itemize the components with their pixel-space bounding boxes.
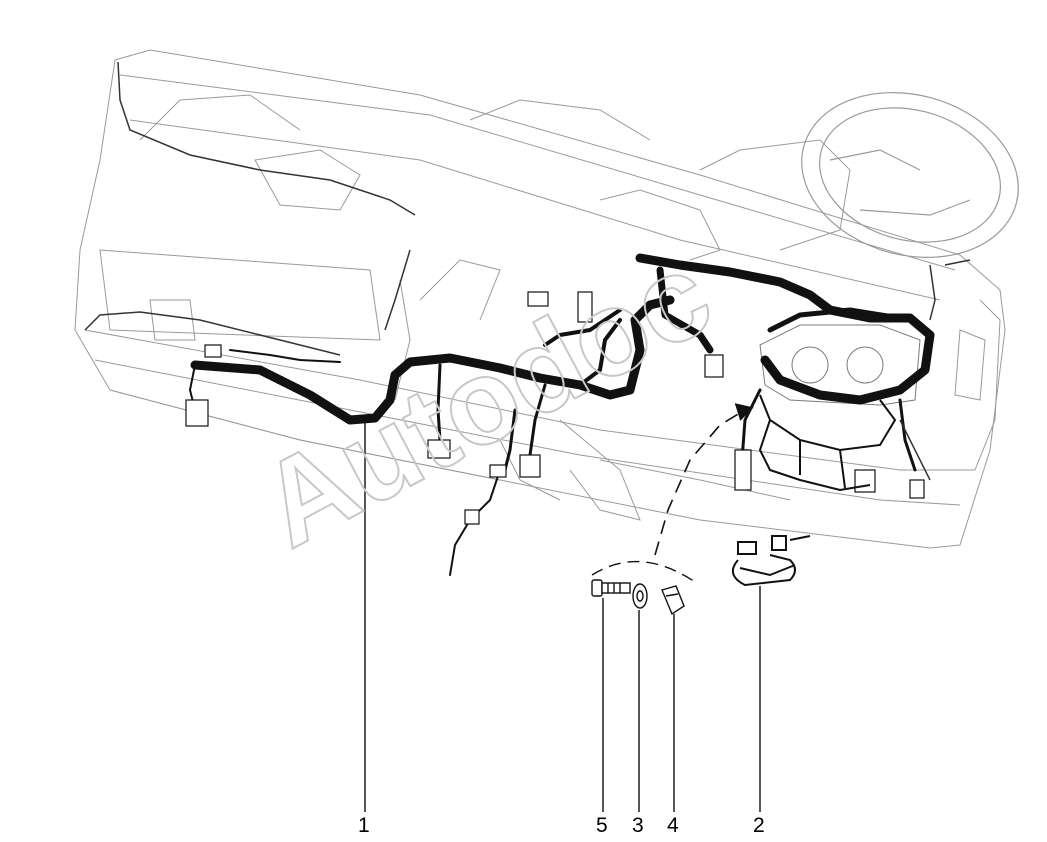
leader-lines [364, 418, 761, 812]
callout-3: 3 [632, 814, 644, 837]
direction-arrow [654, 403, 754, 556]
steering-wheel [801, 92, 1019, 258]
callout-4: 4 [667, 814, 679, 837]
cluster-harness-block [758, 394, 897, 492]
callout-2: 2 [753, 814, 765, 837]
bolt-part [591, 579, 631, 597]
ancillary-wires [84, 61, 971, 481]
clip-nut-part [661, 585, 685, 616]
fastener-group-arc [591, 560, 696, 583]
dashboard-outline [74, 49, 1006, 549]
callout-1: 1 [358, 814, 370, 837]
instrument-cluster [759, 324, 921, 406]
callout-5: 5 [596, 814, 608, 837]
connectors [185, 291, 925, 525]
main-wiring-harness [189, 253, 935, 576]
washer-part [632, 583, 648, 609]
sub-harness-part [731, 535, 811, 587]
